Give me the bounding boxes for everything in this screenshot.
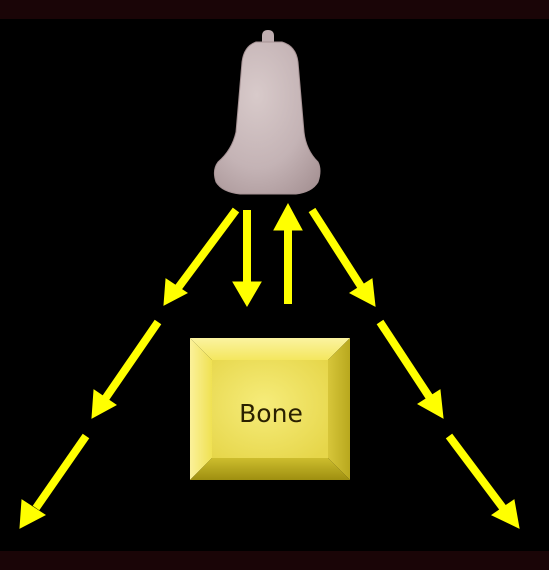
center-up-echo [273, 202, 303, 304]
bone-top-bevel [190, 338, 350, 360]
bone-right-bevel [328, 338, 350, 480]
beam-arrows [19, 202, 520, 529]
left-beam-segment-1 [174, 207, 240, 291]
right-beam-segment-3 [445, 433, 507, 511]
left-beam-arrowhead-2 [91, 389, 117, 419]
left-beam-arrowhead-1 [163, 278, 188, 306]
center-up-arrowhead [273, 202, 303, 231]
ultrasound-probe [213, 30, 321, 195]
left-outer-beam [19, 207, 240, 529]
right-outer-beam [308, 207, 520, 529]
bone-block: Bone [190, 338, 350, 480]
right-beam-arrowhead-2 [417, 389, 444, 419]
bone-face [212, 360, 328, 458]
bone-bottom-bevel [190, 458, 350, 480]
right-beam-segment-2 [376, 319, 434, 401]
center-down-arrowhead [232, 281, 262, 307]
center-down-beam [232, 210, 262, 307]
right-beam-arrowhead-1 [349, 278, 376, 307]
probe-body [213, 41, 321, 195]
bone-left-bevel [190, 338, 212, 480]
right-beam-arrowhead-3 [491, 499, 520, 529]
right-beam-segment-1 [308, 207, 366, 291]
left-beam-segment-2 [101, 319, 162, 402]
left-beam-arrowhead-3 [19, 499, 46, 529]
bone-label: Bone [239, 399, 303, 428]
left-beam-segment-3 [32, 433, 90, 511]
